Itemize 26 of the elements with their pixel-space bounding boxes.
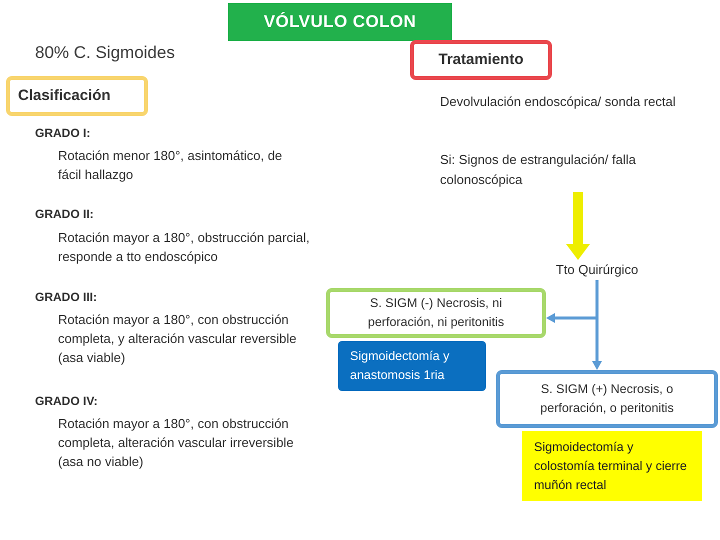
step-text: Tto Quirúrgico	[548, 260, 646, 280]
procedure-text: Sigmoidectomía y anastomosis 1ria	[350, 348, 450, 384]
procedure-box	[338, 341, 486, 391]
condition-box	[326, 288, 546, 338]
grade-description: Rotación mayor a 180°, con obstrucción completa, y alteración vascular reversible (asa viable)	[58, 311, 298, 367]
grade-description: Rotación menor 180°, asintomático, de fácil hallazgo	[58, 147, 284, 184]
grade-heading: GRADO III:	[35, 289, 98, 306]
condition-text: S. SIGM (+) Necrosis, o perforación, o peritonitis	[539, 381, 675, 417]
heading-box	[410, 40, 552, 80]
condition-text: Si: Signos de estrangulación/ falla colonoscópica	[440, 150, 708, 192]
condition-box	[496, 370, 718, 428]
grade-heading: GRADO II:	[35, 206, 95, 223]
heading-text: Tratamiento	[438, 50, 524, 70]
procedure-box	[522, 431, 702, 501]
title-text: VÓLVULO COLON	[264, 11, 416, 34]
condition-text: S. SIGM (-) Necrosis, ni perforación, ni peritonitis	[366, 295, 506, 331]
grade-heading: GRADO I:	[35, 125, 92, 142]
subtitle-text: 80% C. Sigmoides	[35, 42, 176, 64]
procedure-text: Sigmoidectomía y colostomía terminal y cierre muñón rectal	[534, 438, 688, 494]
grade-heading: GRADO IV:	[35, 393, 99, 410]
heading-box	[6, 76, 148, 116]
heading-text: Clasificación	[18, 86, 111, 106]
grade-description: Rotación mayor a 180°, con obstrucción completa, alteración vascular irreversible (asa no viable)	[58, 415, 295, 471]
arrow	[566, 192, 590, 260]
grade-description: Rotación mayor a 180°, obstrucción parcial, responde a tto endoscópico	[58, 229, 311, 266]
treatment-note: Devolvulación endoscópica/ sonda rectal	[440, 93, 677, 111]
